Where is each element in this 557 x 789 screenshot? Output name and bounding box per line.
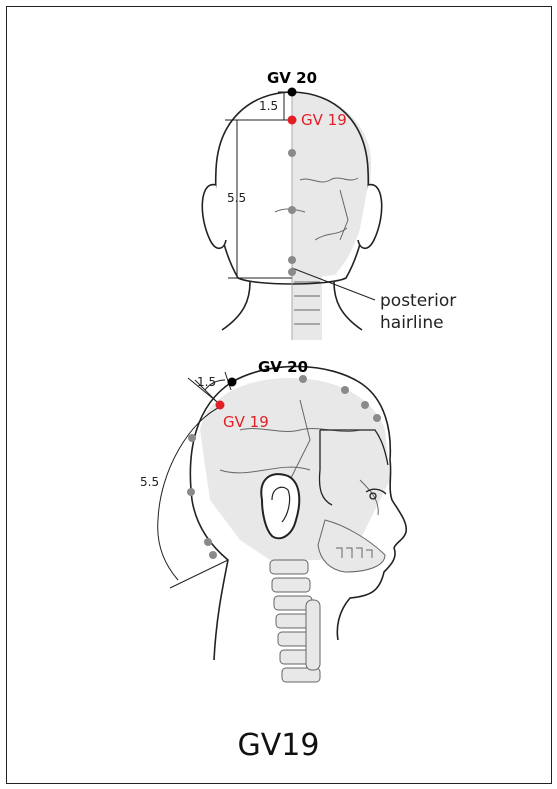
figure-title: GV19 [0, 728, 557, 763]
side-dim-upper: 1.5 [197, 375, 216, 389]
side-gv20-label: GV 20 [258, 358, 308, 376]
side-gv19-label: GV 19 [223, 413, 269, 431]
side-point-8 [209, 551, 217, 559]
back-point-2 [288, 206, 296, 214]
back-point-4 [288, 268, 296, 276]
back-gv19-label: GV 19 [301, 111, 347, 129]
callout-line-2: hairline [380, 313, 444, 333]
callout-line-1: posterior [380, 291, 456, 311]
back-point-1 [288, 149, 296, 157]
side-point-3 [361, 401, 369, 409]
back-view-head [202, 92, 381, 340]
side-point-1 [299, 375, 307, 383]
side-point-2 [341, 386, 349, 394]
side-point-6 [187, 488, 195, 496]
side-gv19-point [216, 401, 225, 410]
side-dim-lower: 5.5 [140, 475, 159, 489]
back-dim-lower: 5.5 [227, 191, 246, 205]
back-dim-upper: 1.5 [259, 99, 278, 113]
side-gv20-point [228, 378, 237, 387]
back-gv20-label: GV 20 [267, 69, 317, 87]
side-point-7 [204, 538, 212, 546]
back-gv20-point [288, 88, 297, 97]
side-point-5 [188, 434, 196, 442]
back-point-3 [288, 256, 296, 264]
back-gv19-point [288, 116, 297, 125]
side-point-4 [373, 414, 381, 422]
